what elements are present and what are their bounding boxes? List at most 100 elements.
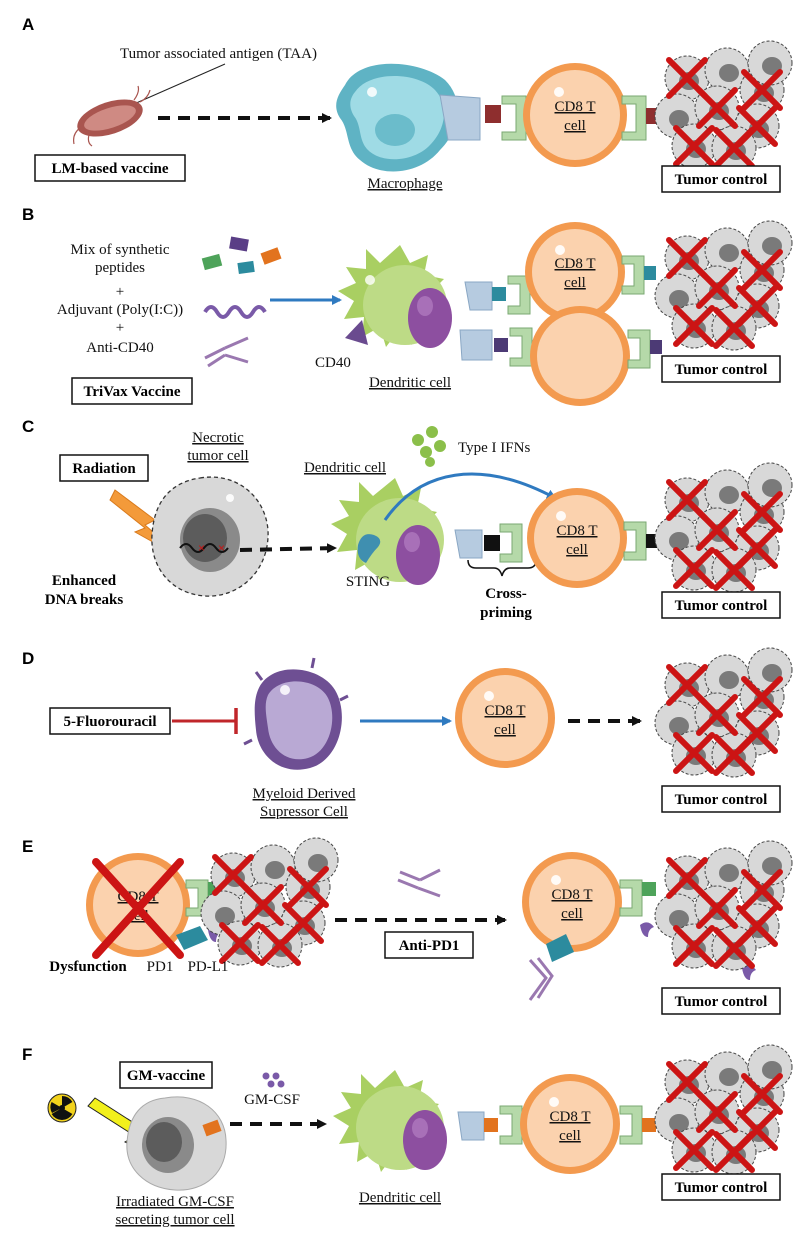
gm-csf-dots-icon <box>262 1072 285 1088</box>
kill-cross <box>713 127 755 169</box>
irradiated-line2: secreting tumor cell <box>115 1212 234 1228</box>
cross-priming-brace <box>467 559 537 577</box>
kill-cross <box>673 305 715 347</box>
tumor-control-box <box>661 987 781 1015</box>
trivax-label: TriVax Vaccine <box>83 384 180 400</box>
kill-cross <box>696 267 738 309</box>
adjuvant-label: Adjuvant (Poly(I:C)) <box>57 302 183 318</box>
anti-pd1-label: Anti-PD1 <box>399 938 460 954</box>
gm-vaccine-box <box>119 1061 213 1089</box>
anti-cd40-label: Anti-CD40 <box>86 340 154 356</box>
cd8-t-cell-icon <box>525 222 630 406</box>
antigen-peptide <box>485 105 501 123</box>
pd1-label: PD1 <box>147 959 174 975</box>
tumor-nucleus <box>265 861 285 879</box>
cd8-label-line1: CD8 T <box>550 1109 591 1125</box>
dendritic-cell-label: Dendritic cell <box>369 375 451 391</box>
antibody-icon <box>204 336 249 368</box>
dysfunction-label: Dysfunction <box>49 959 127 975</box>
tcr-receptor <box>499 523 523 563</box>
cross-priming-line2: priming <box>480 605 532 621</box>
kill-cross <box>713 307 755 349</box>
radiation-box <box>59 454 149 482</box>
tumor-nucleus <box>308 854 328 872</box>
fluorouracil-label: 5-Fluorouracil <box>63 714 156 730</box>
panel-e: E CD8 T cell Dysfunction PD1 PD-L1 Anti-… <box>22 837 793 1015</box>
cd8-t-cell-icon <box>522 852 622 952</box>
kill-cross <box>242 884 284 926</box>
panel-b: B Mix of synthetic peptides + Adjuvant (… <box>22 205 793 406</box>
antibody-icon <box>397 868 441 898</box>
cd8-label-line2: cell <box>564 118 586 134</box>
tumor-nucleus <box>762 664 782 682</box>
tumor-nucleus <box>762 1061 782 1079</box>
peptide-icon <box>201 236 282 275</box>
tumor-nucleus <box>669 532 689 550</box>
kill-cross <box>741 69 783 111</box>
dendritic-cell-icon <box>333 1070 485 1172</box>
taa-pointer-line <box>133 63 226 105</box>
antigen-peptide <box>492 287 506 301</box>
cd8-label-line2: cell <box>561 906 583 922</box>
cd8-label-line1: CD8 T <box>555 256 596 272</box>
panel-f: F GM-vaccine Irradiated GM-CSF secreting… <box>22 1044 793 1228</box>
dna-line1: Enhanced <box>52 573 117 589</box>
tumor-cluster-icon <box>654 40 793 171</box>
mdsc-line2: Supressor Cell <box>260 804 348 820</box>
cd8-label-line1: CD8 T <box>552 887 593 903</box>
peptides-line2: peptides <box>95 260 145 276</box>
panel-b-letter: B <box>22 205 34 224</box>
radiation-label: Radiation <box>72 461 136 477</box>
cd8-t-cell-icon <box>527 488 627 588</box>
antigen-peptide <box>642 882 656 896</box>
cd8-t-cell-icon <box>455 668 555 768</box>
dendritic-cell-icon <box>331 478 483 585</box>
tumor-nucleus <box>719 64 739 82</box>
tcr-receptor <box>621 255 645 295</box>
dashed-arrow <box>239 543 337 554</box>
macrophage-label: Macrophage <box>368 176 443 192</box>
tumor-control-label: Tumor control <box>675 362 768 378</box>
kill-cross <box>259 924 301 966</box>
panel-f-letter: F <box>22 1045 32 1064</box>
kill-cross <box>741 491 783 533</box>
cd8-label-line2: cell <box>494 722 516 738</box>
panel-d: D 5-Fluorouracil Myeloid Derived Supress… <box>22 647 793 820</box>
panel-c: C Radiation Necrotic tumor cell × × Enha… <box>22 417 793 621</box>
kill-cross <box>713 549 755 591</box>
tumor-control-label: Tumor control <box>675 1180 768 1196</box>
dendritic-cell-label: Dendritic cell <box>359 1190 441 1206</box>
ifn-label: Type I IFNs <box>458 440 530 456</box>
tcr-receptor <box>501 95 527 141</box>
kill-cross <box>673 1129 715 1171</box>
panel-e-letter: E <box>22 837 33 856</box>
peptides-line1: Mix of synthetic <box>70 242 169 258</box>
anti-pd1-box <box>384 931 474 959</box>
cd8-t-cell-icon <box>523 63 627 167</box>
rna-helix-icon <box>203 305 267 319</box>
kill-cross <box>673 732 715 774</box>
bacterium-icon <box>73 85 151 147</box>
kill-cross <box>673 125 715 167</box>
tumor-nucleus <box>719 1068 739 1086</box>
tumor-control-label: Tumor control <box>675 598 768 614</box>
svg-text:×: × <box>218 541 225 555</box>
tumor-nucleus <box>762 479 782 497</box>
tumor-nucleus <box>762 237 782 255</box>
tumor-nucleus <box>669 110 689 128</box>
tumor-cell-icon <box>126 1096 227 1191</box>
kill-cross <box>673 925 715 967</box>
necrotic-line2: tumor cell <box>187 448 248 464</box>
tumor-cluster-icon <box>654 1044 793 1175</box>
pdl1-ligand <box>742 965 756 980</box>
cd8-label-line1: CD8 T <box>557 523 598 539</box>
tcr-receptor <box>499 1105 523 1145</box>
kill-cross <box>696 1091 738 1133</box>
gm-csf-label: GM-CSF <box>244 1092 300 1108</box>
cd8-label-line2: cell <box>566 542 588 558</box>
pd1-receptor <box>176 926 208 950</box>
antigen-peptide <box>650 340 662 354</box>
tumor-control-box <box>661 355 781 383</box>
tcr-receptor <box>619 1105 643 1145</box>
tumor-cluster-icon <box>654 220 793 351</box>
